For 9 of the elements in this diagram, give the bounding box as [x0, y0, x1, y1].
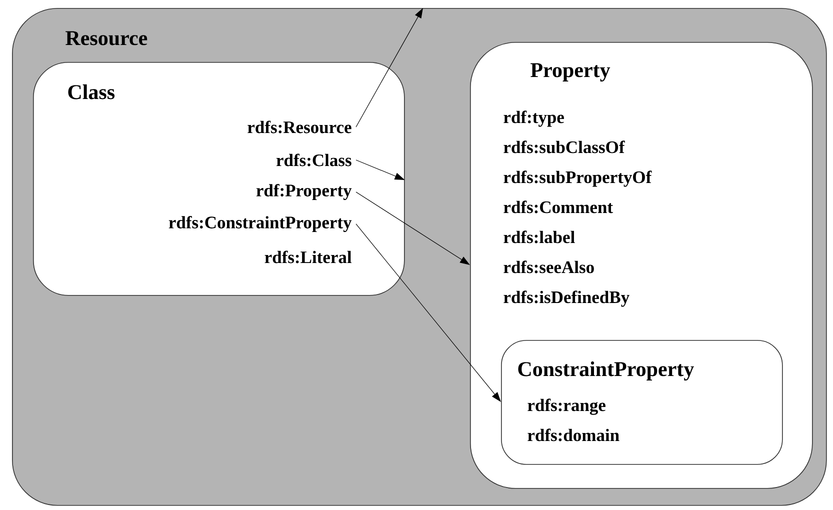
arrow	[356, 224, 501, 402]
term-label: rdfs:Resource	[248, 120, 352, 134]
term-label: rdfs:ConstraintProperty	[168, 216, 352, 232]
term-label: rdfs:Literal	[264, 250, 352, 264]
arrow	[356, 192, 470, 265]
term-label: rdfs:Class	[276, 154, 352, 166]
term-label: rdf:Property	[256, 184, 352, 200]
arrow	[356, 8, 423, 128]
constraint-property-box: ConstraintProperty rdfs:range rdfs:domain	[501, 340, 783, 465]
